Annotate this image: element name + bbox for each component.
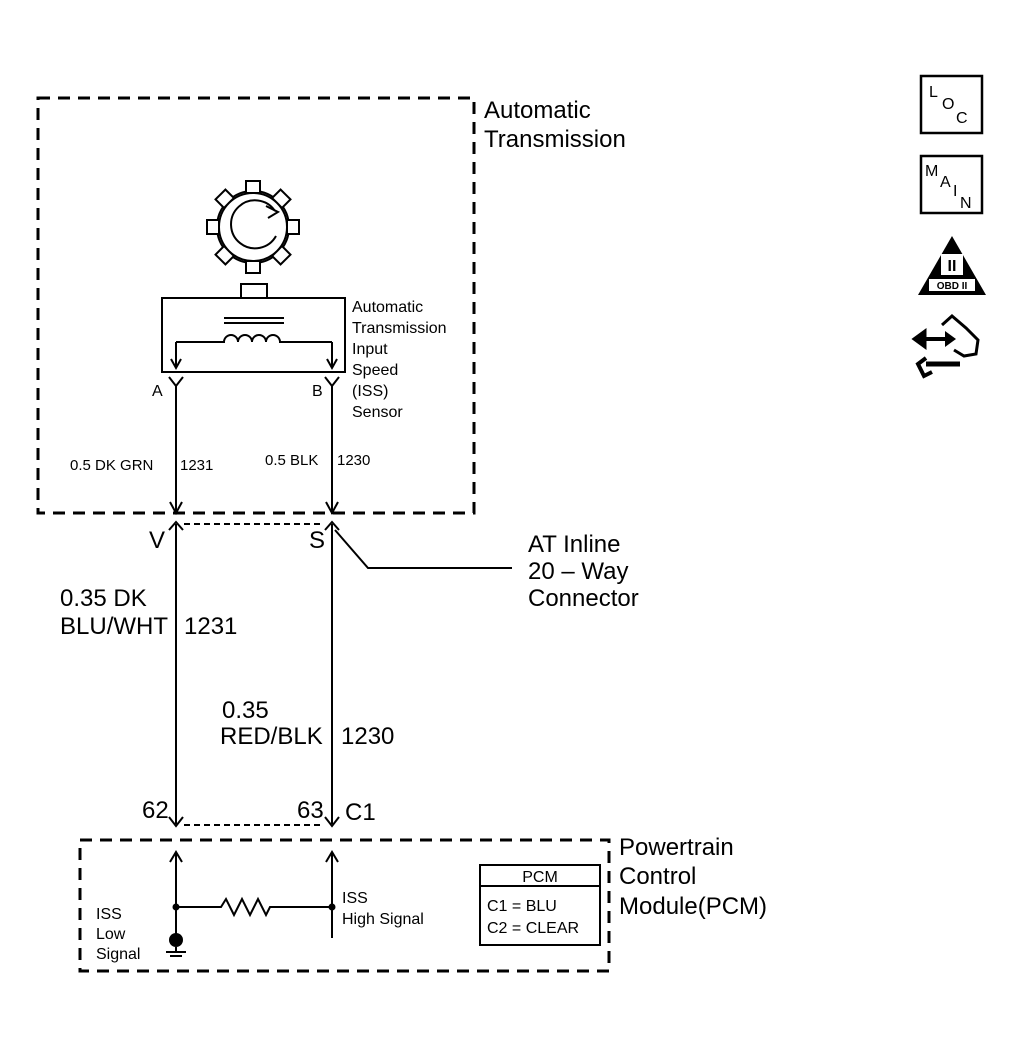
iss-low-label-1: ISS <box>96 906 122 923</box>
pcm-connector-c1 <box>168 816 340 828</box>
connector-pin-s: S <box>309 527 325 554</box>
sensor-label-5: (ISS) <box>352 383 388 400</box>
pcm-pin-62: 62 <box>142 797 169 824</box>
pin-a-label: A <box>152 383 163 400</box>
svg-text:A: A <box>940 174 951 191</box>
ground-icon <box>166 933 186 957</box>
obd-symbol: II <box>948 258 957 275</box>
svg-text:I: I <box>953 183 957 200</box>
wire-1231-upper-circuit: 1231 <box>180 457 213 474</box>
pin-b-label: B <box>312 383 323 400</box>
sensor-label-3: Input <box>352 341 388 358</box>
iss-sensor <box>161 283 346 373</box>
connector-name-2: 20 – Way <box>528 558 629 585</box>
obd-ii-icon[interactable]: II OBD II <box>918 236 986 295</box>
connector-name-1: AT Inline <box>528 531 621 558</box>
connector-name-3: Connector <box>528 585 639 612</box>
svg-text:L: L <box>929 84 938 101</box>
pcm-boundary <box>78 838 611 973</box>
wire-1231-upper-label: 0.5 DK GRN <box>70 457 153 474</box>
connector-wrench-icon[interactable] <box>911 314 980 379</box>
wire-1230-upper-circuit: 1230 <box>337 452 370 469</box>
pcm-legend-c2: C2 = CLEAR <box>487 920 579 937</box>
pcm-title-1: Powertrain <box>619 834 734 861</box>
connector-pin-v: V <box>149 527 165 554</box>
reluctor-wheel-icon <box>206 180 300 274</box>
pcm-title-2: Control <box>619 863 696 890</box>
loc-icon[interactable]: L O C <box>919 74 984 135</box>
connector-leader-line <box>334 529 512 569</box>
obd-label: OBD II <box>937 281 968 292</box>
wire-1231-lower-circuit: 1231 <box>184 613 237 640</box>
transmission-title-2: Transmission <box>484 126 626 153</box>
main-icon[interactable]: M A I N <box>919 154 984 215</box>
svg-text:O: O <box>942 96 954 113</box>
resistor-symbol <box>176 896 332 918</box>
wire-1230-lower-label-2: RED/BLK <box>220 723 323 750</box>
iss-low-label-3: Signal <box>96 946 140 963</box>
pin-b-connector <box>324 376 340 388</box>
pcm-legend-header: PCM <box>522 869 558 886</box>
pcm-connector-id: C1 <box>345 799 376 826</box>
wire-1231-lower-label-1: 0.35 DK <box>60 585 147 612</box>
wire-1230-lower-label-1: 0.35 <box>222 697 269 724</box>
pcm-title-3: Module(PCM) <box>619 893 767 920</box>
sensor-label-4: Speed <box>352 362 398 379</box>
svg-text:N: N <box>960 195 972 212</box>
iss-high-label-1: ISS <box>342 890 368 907</box>
pcm-internal-circuit <box>169 850 339 938</box>
sensor-label-1: Automatic <box>352 299 423 316</box>
sensor-label-2: Transmission <box>352 320 447 337</box>
svg-text:C: C <box>956 110 968 127</box>
wire-1230-lower-circuit: 1230 <box>341 723 394 750</box>
svg-text:M: M <box>925 163 938 180</box>
pcm-legend <box>479 864 601 946</box>
iss-high-label-2: High Signal <box>342 911 424 928</box>
sensor-label-6: Sensor <box>352 404 403 421</box>
pcm-pin-63: 63 <box>297 797 324 824</box>
transmission-boundary <box>36 96 476 515</box>
pin-a-connector <box>168 376 184 388</box>
wire-1231-lower-label-2: BLU/WHT <box>60 613 168 640</box>
wire-1230-upper-label: 0.5 BLK <box>265 452 318 469</box>
transmission-title-1: Automatic <box>484 97 591 124</box>
pcm-legend-c1: C1 = BLU <box>487 898 557 915</box>
iss-low-label-2: Low <box>96 926 126 943</box>
inline-connector <box>168 520 340 531</box>
